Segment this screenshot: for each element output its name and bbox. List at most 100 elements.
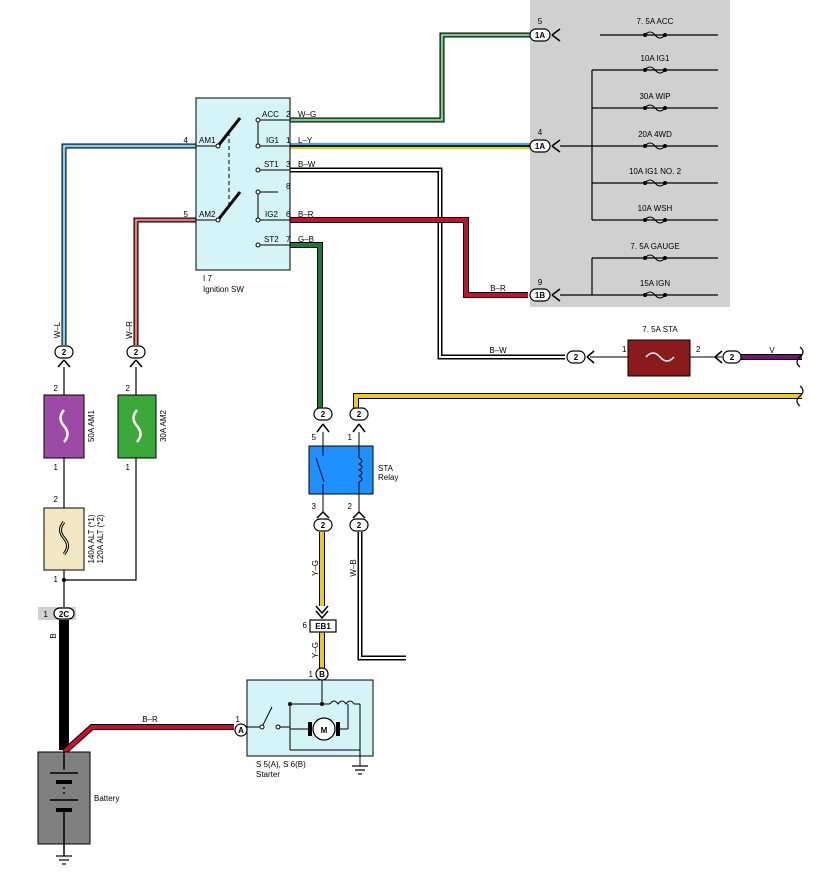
relay-pin-1: 1 xyxy=(348,433,353,442)
ig-ig2-pin: 6 xyxy=(286,210,291,219)
fuse-am2-label: 30A AM2 xyxy=(159,409,168,442)
ig-acc-wire: W–G xyxy=(298,110,316,119)
ig-ig1-pin: 1 xyxy=(286,136,291,145)
wire-yellow-top xyxy=(353,393,802,408)
motor-icon xyxy=(312,717,336,741)
conn-eb1-label: EB1 xyxy=(315,622,331,631)
sta-fuse-pin-right: 2 xyxy=(696,345,701,354)
starter-a-pin: 1 xyxy=(236,715,241,724)
wire-label-v: V xyxy=(769,346,775,355)
fuse-label-wsh: 10A WSH xyxy=(638,204,673,213)
wire-am2-junction xyxy=(64,458,137,581)
conn-starter-a: A xyxy=(234,723,248,737)
battery-symbol xyxy=(50,752,78,856)
starter-label-1: S 5(A), S 6(B) xyxy=(256,760,306,769)
svg-text:4: 4 xyxy=(538,128,543,137)
fuse-label-4wd: 20A 4WD xyxy=(638,130,672,139)
starter-ground-icon xyxy=(352,765,368,775)
ig-am1-pin: 4 xyxy=(184,136,189,145)
starter-switch-dot-1 xyxy=(259,724,265,730)
fuse-alt-label-2: 120A ALT (*2) xyxy=(96,514,105,563)
sta-fuse-label: 7. 5A STA xyxy=(642,325,678,334)
fuse-am1-symbol xyxy=(59,409,69,443)
wire-b-w xyxy=(290,167,565,360)
relay-pin-3: 3 xyxy=(312,502,317,511)
ig-st1-label: ST1 xyxy=(264,160,279,169)
conn-eb1 xyxy=(309,619,337,633)
conn-relay-top-right: 2 xyxy=(349,407,369,433)
alt-pin-top: 2 xyxy=(54,495,59,504)
ig-st2-label: ST2 xyxy=(264,235,279,244)
svg-text:1B: 1B xyxy=(535,291,545,300)
ig-am1-label: AM1 xyxy=(199,136,216,145)
fuse-am1-label: 50A AM1 xyxy=(87,409,96,442)
wire-b-r-top xyxy=(290,217,528,298)
am2-pin-top: 2 xyxy=(126,384,131,393)
relay-label-1: STA xyxy=(378,464,394,473)
ig-ig2-label: IG2 xyxy=(265,210,278,219)
ignition-switch-body xyxy=(195,97,291,271)
conn-starter-b: B xyxy=(315,667,329,681)
svg-text:2C: 2C xyxy=(59,610,69,619)
fuse-box-fuse-symbols xyxy=(643,31,667,299)
conn-relay-top-left: 2 xyxy=(313,407,333,433)
ig-st2-pin: 7 xyxy=(286,235,291,244)
starter-internals xyxy=(247,680,361,766)
wire-b-heavy xyxy=(59,620,69,750)
svg-text:2: 2 xyxy=(134,348,139,357)
relay-pin-5: 5 xyxy=(312,433,317,442)
break-mark-yellow xyxy=(796,385,804,407)
junction-dot xyxy=(62,578,66,582)
wire-label-y-g-2: Y–G xyxy=(311,642,320,658)
alt-pin-bottom: 1 xyxy=(54,575,59,584)
svg-text:2: 2 xyxy=(357,410,362,419)
svg-text:A: A xyxy=(238,726,244,735)
wire-label-b-r-bottom: B–R xyxy=(142,715,158,724)
svg-text:2: 2 xyxy=(321,410,326,419)
eb1-pin: 6 xyxy=(303,621,308,630)
wire-w-g xyxy=(290,32,530,123)
fuse-alt-symbol-inner xyxy=(60,521,68,555)
conn-2c-pin: 1 xyxy=(44,610,49,619)
conn-1a-acc: 5 1A xyxy=(529,17,561,42)
relay-pin-2: 2 xyxy=(348,502,353,511)
fuse-label-ig1-no2: 10A IG1 NO. 2 xyxy=(629,167,682,176)
svg-text:1A: 1A xyxy=(535,31,545,40)
ig-am2-pin: 5 xyxy=(184,210,189,219)
fuse-label-gauge: 7. 5A GAUGE xyxy=(630,242,679,251)
fuse-label-wip: 30A WIP xyxy=(639,92,670,101)
starter-switch-dot-2 xyxy=(275,724,281,730)
ig-ig1-wire: L–Y xyxy=(298,136,313,145)
wire-label-w-l: W–L xyxy=(53,321,62,338)
sta-fuse xyxy=(627,339,691,377)
break-mark-v xyxy=(796,346,804,368)
svg-text:2: 2 xyxy=(730,353,735,362)
svg-text:1A: 1A xyxy=(535,142,545,151)
starter-junction-1 xyxy=(288,702,292,706)
motor-brush-right xyxy=(336,722,340,736)
wire-w-b xyxy=(357,532,406,661)
starter-label-2: Starter xyxy=(256,770,280,779)
wire-l-y xyxy=(290,142,530,150)
ignition-switch-contacts xyxy=(196,117,290,246)
ig-ref: I 7 xyxy=(203,274,212,283)
ig-ig2-wire: B–R xyxy=(298,210,314,219)
wire-w-l xyxy=(61,143,196,345)
conn-sta-right: 2 xyxy=(714,350,742,364)
am1-pin-top: 2 xyxy=(54,384,59,393)
svg-text:2: 2 xyxy=(321,521,326,530)
sta-fuse-pin-left: 1 xyxy=(622,345,627,354)
svg-text:2: 2 xyxy=(357,521,362,530)
starter-b-pin: 1 xyxy=(309,670,314,679)
fuse-box xyxy=(530,0,730,307)
wire-label-w-b: W–B xyxy=(349,559,358,576)
conn-am1-top: 2 xyxy=(54,345,74,368)
svg-text:2: 2 xyxy=(62,348,67,357)
ig-acc-pin: 2 xyxy=(286,110,291,119)
conn-am2-top: 2 xyxy=(126,345,146,368)
svg-text:5: 5 xyxy=(538,17,543,26)
relay-internals xyxy=(315,446,363,494)
fuse-am2-symbol xyxy=(132,409,142,443)
motor-brush-left xyxy=(308,722,312,736)
